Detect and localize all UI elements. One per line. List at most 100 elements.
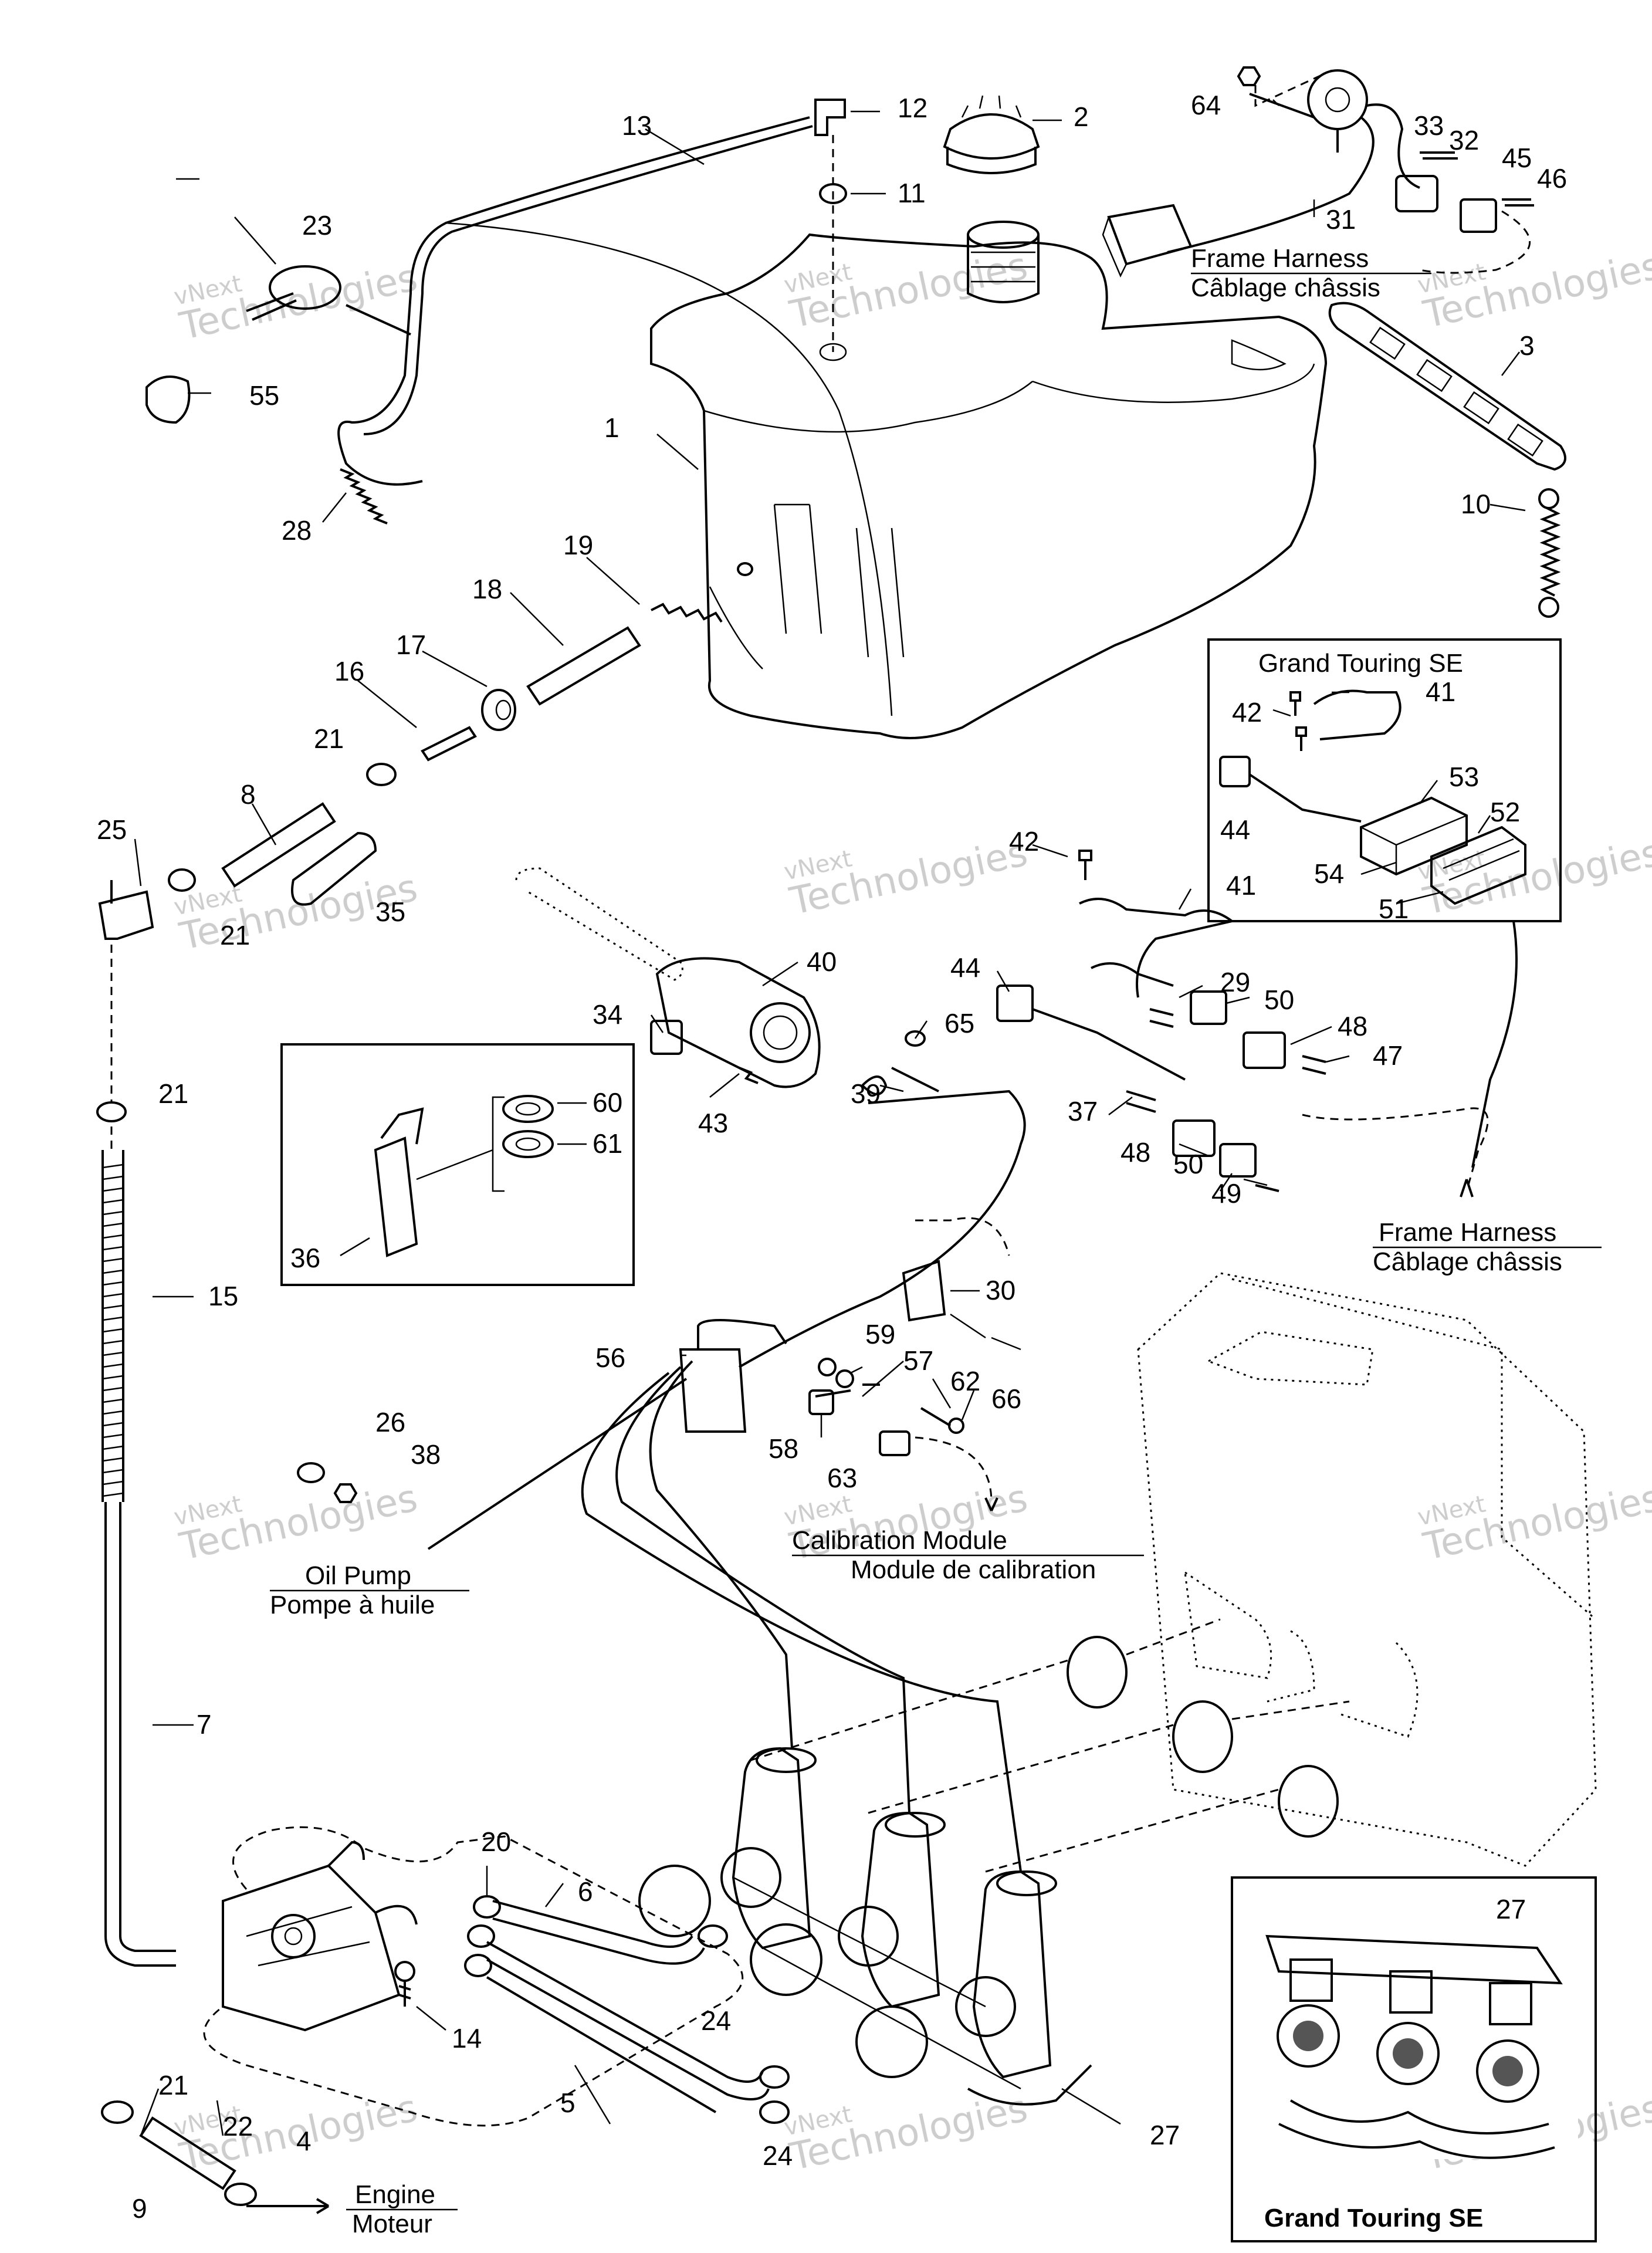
cover-34 <box>650 1020 683 1055</box>
gt-module-53-54 <box>1360 796 1468 876</box>
watermark-group: vNext Technologies vNext Technologies vN… <box>172 244 1652 2179</box>
handlebar-grip <box>515 867 683 981</box>
callout-44: 44 <box>950 952 980 983</box>
gt-screws-42 <box>1289 691 1307 751</box>
callout-26: 26 <box>375 1407 405 1437</box>
hose-clamp-21-lower <box>96 1101 127 1122</box>
callout-37: 37 <box>1068 1096 1098 1126</box>
nut-38 <box>333 1483 358 1503</box>
callout-28: 28 <box>282 515 312 546</box>
callout-35: 35 <box>375 897 405 927</box>
carburetor-assembly-27 <box>720 1747 1092 2106</box>
callout-41-inset: 41 <box>1426 676 1455 707</box>
callout-33: 33 <box>1414 110 1444 141</box>
callout-11: 11 <box>898 178 926 208</box>
callout-56: 56 <box>595 1342 625 1373</box>
intake-leader-lines <box>750 1618 1350 1873</box>
callout-39: 39 <box>851 1078 881 1109</box>
calibration-module-fr-label: Module de calibration <box>851 1555 1096 1584</box>
engine-arrow-head <box>316 2198 330 2214</box>
callout-50-b: 50 <box>1173 1149 1203 1179</box>
callout-1: 1 <box>604 412 620 443</box>
callout-15: 15 <box>208 1281 238 1311</box>
watermark-large: Technologies <box>1419 1476 1652 1569</box>
fitting-16 <box>421 726 477 762</box>
callout-55: 55 <box>249 380 279 411</box>
callout-42-inset: 42 <box>1232 697 1262 728</box>
callout-47: 47 <box>1373 1040 1403 1071</box>
washer-65 <box>905 1030 926 1047</box>
callout-31: 31 <box>1326 204 1356 235</box>
spiral-protector-15 <box>101 1150 124 1502</box>
fuel-pump-4 <box>222 1841 418 2032</box>
nuts-59 <box>818 1358 854 1388</box>
grommet-17 <box>481 689 516 731</box>
callout-17: 17 <box>396 630 426 660</box>
callout-21-c: 21 <box>158 1078 188 1109</box>
callout-62: 62 <box>950 1366 980 1396</box>
washer-61 <box>502 1130 554 1158</box>
fuel-hose-6 <box>492 1900 705 1965</box>
callout-25: 25 <box>97 814 127 845</box>
calibration-arrow-head <box>984 1497 998 1511</box>
calibration-module-label: Calibration Module <box>792 1526 1007 1555</box>
callout-23: 23 <box>302 210 332 241</box>
callout-numbers: 1 2 3 4 5 6 7 8 9 10 11 12 13 14 15 16 1… <box>97 90 1567 2224</box>
callout-44-inset: 44 <box>1220 814 1250 845</box>
throttle-housing-40 <box>655 957 821 1088</box>
switch-detail-box <box>280 1043 635 1286</box>
screw-14 <box>394 1961 415 2007</box>
callout-29: 29 <box>1220 967 1250 997</box>
callout-53: 53 <box>1449 762 1479 792</box>
screw-43 <box>739 1067 759 1084</box>
engine-outline <box>1137 1272 1597 1867</box>
callout-50-a: 50 <box>1264 985 1294 1015</box>
nut-64 <box>1237 66 1332 107</box>
callout-22: 22 <box>223 2111 253 2142</box>
callout-40: 40 <box>807 946 837 977</box>
callout-16: 16 <box>334 656 364 686</box>
hose-clamp-22 <box>101 2100 134 2124</box>
callout-64: 64 <box>1191 90 1221 120</box>
hose-clamp-23 <box>246 265 341 321</box>
cable-housing-56 <box>679 1090 1026 1433</box>
callout-38: 38 <box>411 1439 441 1470</box>
callout-21-d: 21 <box>158 2070 188 2100</box>
callout-9: 9 <box>132 2193 147 2224</box>
hose-clamp-21-bottom <box>224 2183 257 2206</box>
vent-elbow-fitting <box>814 99 846 136</box>
switch-36 <box>374 1107 424 1257</box>
watermark-large: Technologies <box>1419 244 1652 337</box>
captions: Frame Harness Câblage châssis Grand Tour… <box>270 244 1602 2238</box>
fuel-pickup-19 <box>651 562 753 623</box>
frame-harness-label-top: Frame Harness <box>1191 244 1369 273</box>
filler-neck <box>967 221 1040 303</box>
callout-18: 18 <box>472 574 502 604</box>
callout-5: 5 <box>560 2088 576 2118</box>
callout-21-b: 21 <box>220 920 250 950</box>
callout-61: 61 <box>593 1128 622 1159</box>
terminals-57-58 <box>808 1383 880 1415</box>
callout-41: 41 <box>1226 870 1256 901</box>
fuel-valve-25 <box>98 880 154 940</box>
connector-housing-32 <box>1395 175 1438 212</box>
callout-36: 36 <box>290 1243 320 1273</box>
watermark-large: Technologies <box>786 244 1031 337</box>
callout-14: 14 <box>452 2023 482 2054</box>
callout-52: 52 <box>1490 797 1520 827</box>
callout-63: 63 <box>827 1463 857 1493</box>
callout-66: 66 <box>991 1383 1021 1414</box>
callout-48-b: 48 <box>1120 1137 1150 1168</box>
throttle-cables <box>427 1360 1022 1872</box>
gt-se-carb-photo <box>1250 1901 1578 2159</box>
carb-clamps <box>638 1865 928 2078</box>
callout-51: 51 <box>1379 894 1409 924</box>
gt-bracket-41 <box>1313 689 1402 740</box>
connector-45 <box>1460 198 1497 233</box>
harness-connector-44 <box>996 985 1186 1081</box>
callout-43: 43 <box>698 1108 728 1138</box>
connectors-48 <box>1172 1031 1286 1157</box>
gt-connector-44 <box>1219 756 1362 823</box>
callout-20: 20 <box>481 1826 511 1857</box>
cable-end <box>891 1067 939 1092</box>
